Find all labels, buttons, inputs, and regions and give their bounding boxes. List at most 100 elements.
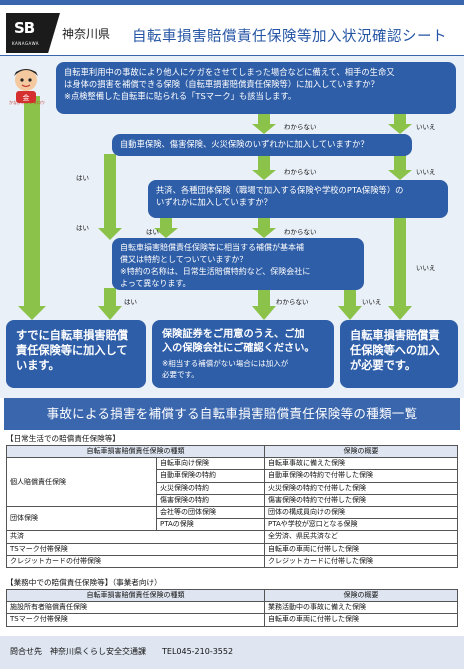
label-yes-3: はい bbox=[146, 228, 159, 236]
answer-2-note-1: ※相当する補償がない場合には加入が bbox=[162, 359, 289, 368]
insurance-types-heading: 事故による損害を補償する自転車損害賠償責任保険等の種類一覧 bbox=[4, 398, 460, 430]
mascot-label: かながわキンタロウ bbox=[9, 100, 45, 105]
prefecture-name: 神奈川県 bbox=[62, 27, 111, 41]
page-title: 自転車損害賠償責任保険等加入状況確認シート bbox=[132, 29, 447, 45]
row-desc: PTAや学校が窓口となる保険 bbox=[264, 518, 458, 532]
row-desc: 自転車の車両に付帯した保険 bbox=[264, 613, 458, 627]
row-name: TSマーク付帯保険 bbox=[6, 613, 265, 627]
question-1-line-3: ※点検整備した自転車に貼られる「TSマーク」も該当します。 bbox=[64, 91, 297, 101]
business-insurance-table: 自転車損害賠償責任保険の種類 保険の概要 施設所有者賠償責任保険 業務活動中の事… bbox=[6, 588, 458, 627]
row-sub: 自動車保険の特約 bbox=[156, 469, 265, 483]
table-row: 団体保険 会社等の団体保険 団体の構成員向けの保険 bbox=[6, 506, 458, 532]
row-desc: 自動車保険の特約で付帯した保険 bbox=[264, 469, 458, 483]
answer-1-line-3: います。 bbox=[16, 359, 60, 372]
column-header-type: 自転車損害賠償責任保険の種類 bbox=[6, 444, 265, 459]
logo-sub: KANAGAWA bbox=[12, 41, 40, 46]
table-row: 施設所有者賠償責任保険 業務活動中の事故に備えた保険 bbox=[6, 601, 458, 615]
question-3: 共済、各種団体保険（職場で加入する保険や学校のPTA保険等）の いずれかに加入し… bbox=[148, 180, 448, 218]
logo-mark: SB bbox=[14, 19, 35, 37]
arrow-no-q1 bbox=[388, 114, 412, 134]
header: SB KANAGAWA 神奈川県 自転車損害賠償責任保険等加入状況確認シート bbox=[0, 0, 464, 57]
prefecture-logo: SB KANAGAWA bbox=[6, 13, 60, 53]
table-row: クレジットカードの付帯保険 クレジットカードに付帯した保険 bbox=[6, 554, 458, 569]
row-desc: 全労済、県民共済など bbox=[264, 530, 458, 544]
table-row: 自動車保険の特約 自動車保険の特約で付帯した保険 bbox=[7, 469, 458, 483]
row-desc: 傷害保険の特約で付帯した保険 bbox=[264, 493, 458, 508]
label-unknown-4: わからない bbox=[276, 298, 309, 306]
row-sub: 傷害保険の特約 bbox=[156, 493, 265, 508]
label-unknown-1: わからない bbox=[284, 123, 317, 131]
daily-insurance-table: 自転車損害賠償責任保険の種類 保険の概要 個人賠償責任保険 自転車向け保険 自転… bbox=[6, 444, 458, 569]
row-name: TSマーク付帯保険 bbox=[6, 542, 265, 556]
table-row: 傷害保険の特約 傷害保険の特約で付帯した保険 bbox=[7, 493, 458, 508]
arrow-unknown-q3 bbox=[252, 218, 276, 238]
group-group-insurance: 団体保険 bbox=[6, 506, 157, 532]
row-desc: 火災保険の特約で付帯した保険 bbox=[264, 481, 458, 495]
table-row: TSマーク付帯保険 自転車の車両に付帯した保険 bbox=[6, 542, 458, 556]
answer-2-note-2: 必要です。 bbox=[162, 370, 199, 379]
row-desc: 業務活動中の事故に備えた保険 bbox=[264, 601, 458, 615]
question-4-line-2: 償又は特約としてついていますか？ bbox=[120, 255, 248, 264]
label-yes-1: はい bbox=[76, 224, 89, 232]
arrow-no-q2 bbox=[388, 154, 412, 180]
answer-3-line-1: 自転車損害賠償責 bbox=[350, 329, 440, 342]
business-table-title: 【業務中での賠償責任保険等】（事業者向け） bbox=[6, 578, 162, 587]
answer-1-line-1: すでに自転車損害賠償 bbox=[16, 329, 128, 342]
question-1-line-2: は身体の損害を補償できる保険（自転車損害賠償責任保険等）に加入していますか？ bbox=[64, 79, 379, 89]
question-2: 自動車保険、傷害保険、火災保険のいずれかに加入していますか？ bbox=[112, 134, 412, 156]
row-sub: 会社等の団体保険 bbox=[156, 506, 265, 520]
arrow-unknown-q4 bbox=[252, 288, 276, 320]
row-desc: 団体の構成員向けの保険 bbox=[264, 506, 458, 520]
row-name: 共済 bbox=[6, 530, 265, 544]
flow-arrows bbox=[18, 96, 412, 320]
label-no-2: いいえ bbox=[416, 168, 436, 176]
table-header-row: 自転車損害賠償責任保険の種類 保険の概要 bbox=[6, 588, 458, 603]
label-no-3: いいえ bbox=[416, 264, 436, 272]
row-sub: 自転車向け保険 bbox=[156, 457, 265, 471]
answer-2-line-2: 入の保険会社にご確認ください。 bbox=[162, 343, 315, 354]
arrow-yes-q1 bbox=[18, 96, 46, 320]
svg-text:金: 金 bbox=[23, 93, 30, 102]
arrow-unknown-q1 bbox=[252, 114, 276, 134]
answer-must-enroll: 自転車損害賠償責 任保険等への加入 が必要です。 bbox=[340, 320, 458, 388]
column-header-type: 自転車損害賠償責任保険の種類 bbox=[6, 588, 265, 603]
question-4: 自転車損害賠償責任保険等に相当する補償が基本補 償又は特約としてついていますか？… bbox=[112, 238, 364, 290]
answer-2-line-1: 保険証券をご用意のうえ、ご加 bbox=[162, 329, 305, 340]
arrow-yes-q3 bbox=[154, 218, 178, 238]
question-4-line-3: ※特約の名称は、日常生活賠償特約など、保険会社に bbox=[120, 267, 311, 276]
daily-table-title: 【日常生活での賠償責任保険等】 bbox=[6, 434, 120, 443]
answer-already-insured: すでに自転車損害賠償 責任保険等に加入して います。 bbox=[6, 320, 146, 388]
row-desc: 自転車の車両に付帯した保険 bbox=[264, 542, 458, 556]
question-3-line-1: 共済、各種団体保険（職場で加入する保険や学校のPTA保険等）の bbox=[156, 185, 404, 195]
label-no-4: いいえ bbox=[362, 298, 382, 306]
label-yes-4: はい bbox=[124, 298, 137, 306]
label-yes-2: はい bbox=[76, 174, 89, 182]
label-unknown-3: わからない bbox=[284, 228, 317, 236]
answer-check-insurer: 保険証券をご用意のうえ、ご加 入の保険会社にご確認ください。 ※相当する補償がな… bbox=[152, 320, 334, 388]
table-row: 火災保険の特約 火災保険の特約で付帯した保険 bbox=[7, 481, 458, 495]
answer-3-line-2: 任保険等への加入 bbox=[350, 344, 440, 357]
table-row: PTAの保険 PTAや学校が窓口となる保険 bbox=[7, 518, 458, 532]
table-row: TSマーク付帯保険 自転車の車両に付帯した保険 bbox=[6, 613, 458, 627]
arrow-no-q4 bbox=[338, 288, 362, 320]
arrow-unknown-q2 bbox=[252, 154, 276, 180]
row-sub: PTAの保険 bbox=[156, 518, 265, 532]
column-header-overview: 保険の概要 bbox=[264, 588, 458, 603]
mascot-icon: 金 bbox=[14, 69, 38, 103]
row-desc: 自転車事故に備えた保険 bbox=[264, 457, 458, 471]
flowchart: 金 かながわキンタロウ 自転車利用中の事故により他人にケガをさせてしまった場合な… bbox=[0, 56, 464, 398]
arrow-no-q3 bbox=[388, 218, 412, 320]
arrow-yes-q2 bbox=[98, 154, 122, 240]
question-4-line-4: よって異なります。 bbox=[120, 279, 191, 288]
question-1-line-1: 自転車利用中の事故により他人にケガをさせてしまった場合などに備えて、相手の生命又 bbox=[64, 67, 395, 77]
question-4-line-1: 自転車損害賠償責任保険等に相当する補償が基本補 bbox=[120, 243, 304, 252]
column-header-overview: 保険の概要 bbox=[264, 444, 458, 459]
answer-3-line-3: が必要です。 bbox=[350, 359, 417, 372]
row-sub: 火災保険の特約 bbox=[156, 481, 265, 495]
arrow-yes-q4 bbox=[98, 288, 122, 320]
question-2-text: 自動車保険、傷害保険、火災保険のいずれかに加入していますか？ bbox=[120, 139, 369, 149]
row-name: 施設所有者賠償責任保険 bbox=[6, 601, 265, 615]
label-unknown-2: わからない bbox=[284, 168, 317, 176]
group-personal-liability: 個人賠償責任保険 bbox=[6, 457, 157, 508]
